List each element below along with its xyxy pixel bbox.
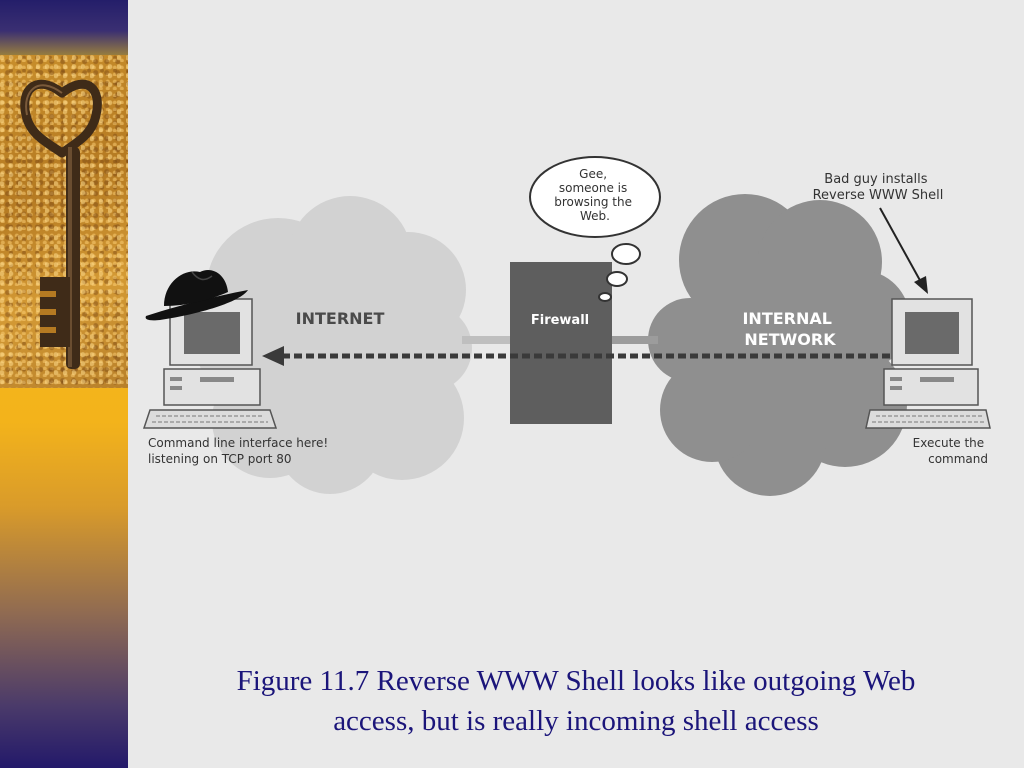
dashed-connection-arrow (262, 346, 890, 366)
bad-guy-note-line-1: Bad guy installs (824, 172, 927, 187)
black-hat-icon (145, 270, 248, 321)
svg-text:Execute the command: Execute the command (913, 436, 988, 466)
internet-label: INTERNET (296, 309, 385, 328)
figure-caption-line-1: Figure 11.7 Reverse WWW Shell looks like… (236, 665, 916, 697)
link-bar-right (610, 336, 658, 344)
attacker-note-line-1: Command line interface here! (148, 436, 328, 450)
bad-guy-note-line-2: Reverse WWW Shell (813, 188, 944, 203)
bubble-line-4: Web. (580, 209, 610, 223)
bubble-line-3: browsing the (554, 195, 632, 209)
svg-text:Bad guy installs Reverse: Bad guy installs Reverse WWW Shell (813, 172, 944, 203)
install-arrow (879, 207, 928, 294)
victim-note-line-1: Execute the (913, 436, 985, 450)
bubble-line-2: someone is (559, 181, 627, 195)
attacker-computer (142, 298, 278, 429)
firewall-box (510, 262, 612, 424)
firewall-label: Firewall (531, 313, 589, 328)
key-photo (0, 55, 128, 388)
link-bar-left (462, 336, 514, 344)
figure-caption-line-2: access, but is really incoming shell acc… (333, 705, 819, 737)
reverse-www-shell-diagram: Firewall Gee, someone is browsing the We… (142, 156, 991, 496)
bubble-line-1: Gee, (579, 167, 607, 181)
victim-note-line-2: command (928, 452, 988, 466)
thought-bubble: Gee, someone is browsing the Web. (529, 156, 661, 302)
victim-computer (865, 298, 991, 429)
skeleton-key-icon (20, 79, 102, 369)
svg-text:INTERNAL NETWORK: INTERNAL NETWORK (742, 309, 837, 349)
svg-text:Command line interface here!: Command line interface here! listening o… (148, 436, 332, 466)
svg-text:Gee, someone is: Gee, someone is browsing the Web. (554, 167, 636, 223)
attacker-note-line-2: listening on TCP port 80 (148, 452, 291, 466)
internal-label-line-2: NETWORK (744, 330, 836, 349)
internal-label-line-1: INTERNAL (742, 309, 831, 328)
